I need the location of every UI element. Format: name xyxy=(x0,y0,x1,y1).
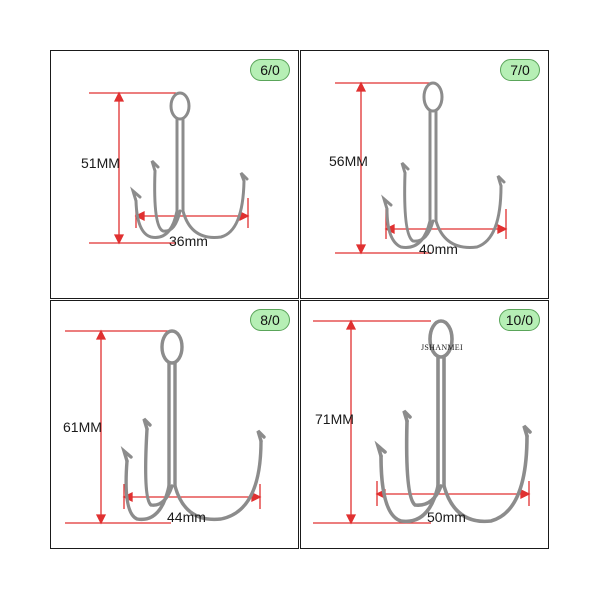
hook-drawing xyxy=(130,91,249,239)
width-label: 44mm xyxy=(167,509,206,525)
product-image-grid: 6/0 51MM 36mm xyxy=(50,50,550,550)
hook-drawing xyxy=(374,319,532,524)
length-label: 61MM xyxy=(63,419,102,435)
treble-hook-image xyxy=(89,91,250,245)
panel-hook-10-0: 10/0 JSHANMEI 71MM 50mm xyxy=(300,300,549,549)
brand-watermark: JSHANMEI xyxy=(421,343,463,352)
treble-hook-image xyxy=(335,81,508,255)
panel-hook-8-0: 8/0 61MM 44mm xyxy=(50,300,299,549)
panel-hook-7-0: 7/0 56MM 40mm xyxy=(300,50,549,299)
treble-hook-image xyxy=(313,319,532,525)
hook-size-badge: 7/0 xyxy=(500,59,540,81)
width-label: 50mm xyxy=(427,509,466,525)
hook-size-badge: 6/0 xyxy=(250,59,290,81)
length-label: 51MM xyxy=(81,155,120,171)
measurement-lines xyxy=(313,319,531,525)
width-label: 40mm xyxy=(419,241,458,257)
panel-hook-6-0: 6/0 51MM 36mm xyxy=(50,50,299,299)
hook-size-badge: 8/0 xyxy=(250,309,290,331)
width-label: 36mm xyxy=(169,233,208,249)
hook-size-badge: 10/0 xyxy=(498,309,540,331)
length-label: 56MM xyxy=(329,153,368,169)
hook-drawing xyxy=(120,329,266,522)
hook-drawing xyxy=(381,81,506,249)
treble-hook-image xyxy=(65,329,266,525)
length-label: 71MM xyxy=(315,411,354,427)
